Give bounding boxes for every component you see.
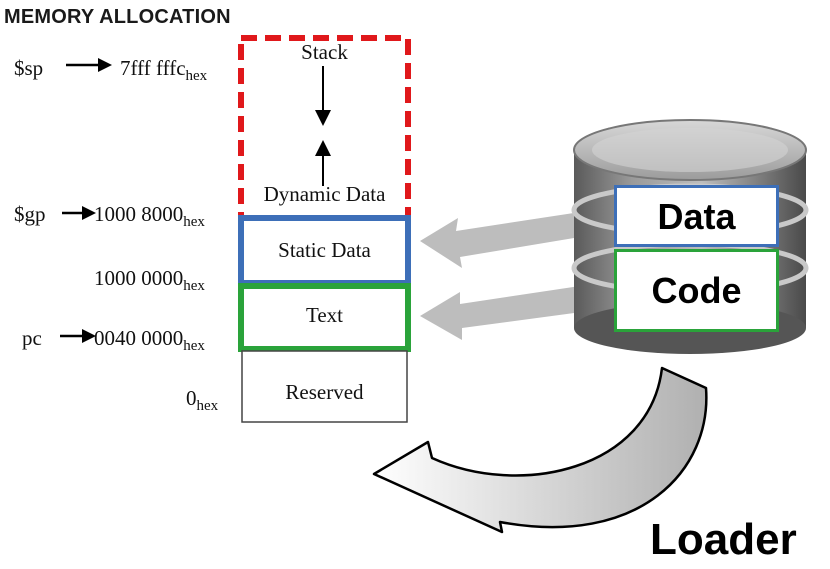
register-pc-name: pc (22, 326, 42, 350)
address-pc: 0040 0000hex (94, 326, 205, 354)
code-load-arrow (420, 283, 604, 340)
page-title: MEMORY ALLOCATION (4, 6, 231, 28)
sp-pointer-arrow (66, 58, 112, 72)
pc-pointer-arrow (60, 329, 96, 343)
disk-data-box: Data (614, 185, 779, 247)
address-sp: 7fff fffchex (120, 56, 208, 84)
dynamic-data-label: Dynamic Data (263, 182, 386, 206)
address-static-base: 1000 0000hex (94, 266, 205, 294)
text-region (238, 283, 411, 352)
register-gp-name: $gp (14, 202, 46, 226)
stack-label: Stack (301, 40, 348, 64)
loader-arrow (372, 366, 708, 534)
disk-data-label: Data (657, 196, 736, 237)
heap-up-arrow (315, 140, 331, 186)
gp-pointer-arrow (62, 206, 96, 220)
address-zero: 0hex (186, 386, 219, 414)
static-data-label: Static Data (278, 238, 371, 262)
register-pc: pc (22, 326, 42, 351)
address-gp: 1000 8000hex (94, 202, 205, 230)
register-sp-name: $sp (14, 56, 44, 80)
stack-region (238, 35, 411, 221)
disk-code-box: Code (614, 249, 779, 332)
register-sp: $sp (14, 56, 43, 81)
stack-down-arrow (315, 66, 331, 126)
static-data-region (238, 215, 411, 286)
disk-code-label: Code (651, 270, 742, 311)
text-label: Text (305, 303, 344, 327)
reserved-region (241, 350, 408, 423)
reserved-label: Reserved (285, 380, 364, 404)
loader-label: Loader (650, 515, 797, 564)
register-gp: $gp (14, 202, 46, 227)
data-load-arrow (420, 209, 604, 268)
